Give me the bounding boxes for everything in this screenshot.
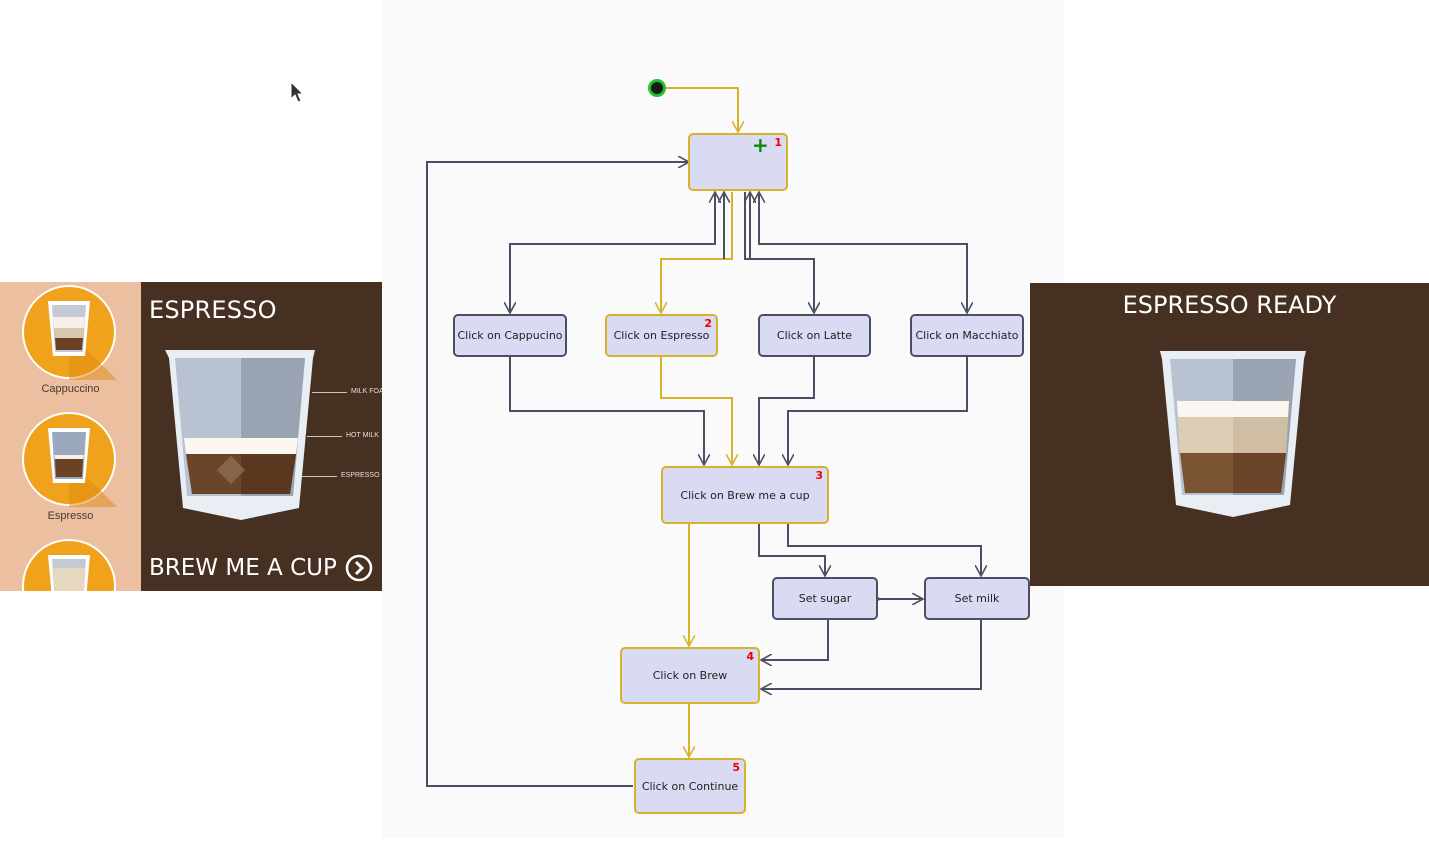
node-click-continue[interactable]: Click on Continue 5 xyxy=(634,758,746,814)
menu-item-espresso[interactable]: Espresso xyxy=(0,409,141,529)
cup-icon xyxy=(22,539,116,591)
coffee-detail: ESPRESSO MILK FOAM HOT MILK ESPRESSO COF… xyxy=(141,282,410,591)
cup-icon xyxy=(22,412,117,507)
plus-icon: + xyxy=(752,133,769,157)
layer-label: MILK FOAM xyxy=(351,388,390,395)
node-label: Click on Espresso xyxy=(613,329,710,342)
detail-title: ESPRESSO xyxy=(149,296,277,324)
node-set-sugar[interactable]: Set sugar xyxy=(772,577,878,620)
menu-label: Espresso xyxy=(47,510,94,522)
node-label: Click on Macchiato xyxy=(915,329,1019,342)
node-label: Set milk xyxy=(954,592,1000,605)
brew-label: BREW ME A CUP xyxy=(149,555,337,581)
cup-illustration xyxy=(165,350,315,520)
menu-item-cappuccino[interactable]: Cappuccino xyxy=(0,282,141,402)
node-label: Click on Cappucino xyxy=(457,329,563,342)
node-set-milk[interactable]: Set milk xyxy=(924,577,1030,620)
coffee-menu: Cappuccino Espresso xyxy=(0,282,141,591)
brew-me-a-cup-button[interactable]: BREW ME A CUP xyxy=(149,554,373,582)
node-click-espresso[interactable]: Click on Espresso 2 xyxy=(605,314,718,357)
menu-label: Cappuccino xyxy=(41,383,100,395)
node-start-state[interactable]: + 1 xyxy=(688,133,788,191)
cursor-icon xyxy=(290,81,304,103)
step-number: 2 xyxy=(704,317,712,330)
step-number: 5 xyxy=(732,761,740,774)
layer-label: HOT MILK xyxy=(346,432,379,439)
coffee-app-panel: Cappuccino Espresso ESPRESSO xyxy=(0,282,410,591)
cup-illustration xyxy=(1160,351,1306,517)
start-node[interactable] xyxy=(648,79,666,97)
cup-icon xyxy=(22,285,117,380)
node-label: Set sugar xyxy=(798,592,852,605)
node-click-cappucino[interactable]: Click on Cappucino xyxy=(453,314,567,357)
step-number: 4 xyxy=(746,650,754,663)
diagram-links xyxy=(426,87,1064,787)
node-click-brew-me-a-cup[interactable]: Click on Brew me a cup 3 xyxy=(661,466,829,524)
espresso-ready-panel: ESPRESSO READY xyxy=(1030,283,1429,586)
flow-diagram: + 1 Click on Cappucino Click on Espresso… xyxy=(382,0,1064,838)
step-number: 1 xyxy=(774,136,782,149)
layer-label: ESPRESSO COFFEE xyxy=(341,472,410,479)
node-label: Click on Brew xyxy=(652,669,728,682)
step-number: 3 xyxy=(815,469,823,482)
chevron-right-icon xyxy=(345,554,373,582)
node-click-macchiato[interactable]: Click on Macchiato xyxy=(910,314,1024,357)
menu-item-latte[interactable] xyxy=(0,536,141,591)
node-label: Click on Brew me a cup xyxy=(680,488,810,502)
node-label: Click on Latte xyxy=(776,329,853,342)
node-click-latte[interactable]: Click on Latte xyxy=(758,314,871,357)
ready-title: ESPRESSO READY xyxy=(1122,291,1337,319)
node-label: Click on Continue xyxy=(641,779,739,793)
node-click-brew[interactable]: Click on Brew 4 xyxy=(620,647,760,704)
